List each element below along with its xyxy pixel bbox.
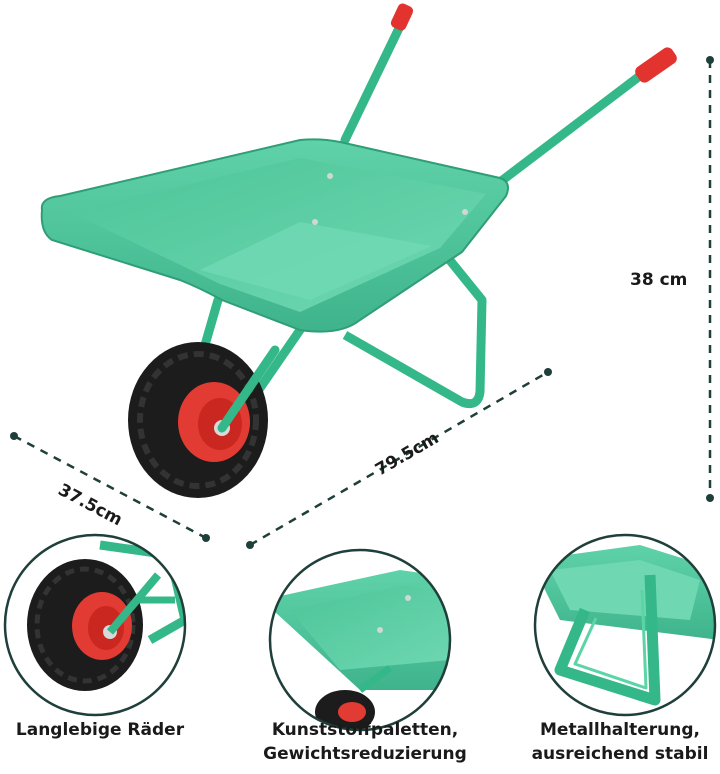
- dimension-height-line: [706, 56, 714, 502]
- right-grip: [635, 47, 677, 83]
- caption-line: Kunststoffpaletten,: [271, 720, 459, 740]
- caption-frame: Metallhalterung, ausreichend stabil: [520, 718, 720, 766]
- detail-tray: [268, 548, 452, 732]
- caption-wheels: Langlebige Räder: [0, 718, 200, 742]
- wheelbarrow: [40, 3, 677, 498]
- right-handle: [495, 67, 650, 187]
- dimension-width-line: [10, 432, 210, 542]
- rivet: [327, 173, 333, 179]
- caption-line: Langlebige Räder: [15, 720, 185, 740]
- axle-arm: [217, 345, 280, 433]
- detail-frame: [533, 533, 717, 717]
- tray-floor: [200, 222, 432, 300]
- left-grip: [390, 3, 414, 31]
- main-wheel: [128, 342, 268, 498]
- caption-line: Gewichtsreduzierung: [263, 744, 467, 764]
- caption-line: Metallhalterung,: [540, 720, 700, 740]
- detail-wheel: [3, 533, 187, 717]
- caption-line: ausreichend stabil: [531, 744, 709, 764]
- rivet: [462, 209, 468, 215]
- rivet: [312, 219, 318, 225]
- caption-tray: Kunststoffpaletten, Gewichtsreduzierung: [250, 718, 480, 766]
- dimension-length-line: [246, 368, 552, 549]
- height-label: 38 cm: [630, 270, 688, 290]
- left-handle: [340, 17, 407, 145]
- rear-leg-frame: [342, 255, 487, 409]
